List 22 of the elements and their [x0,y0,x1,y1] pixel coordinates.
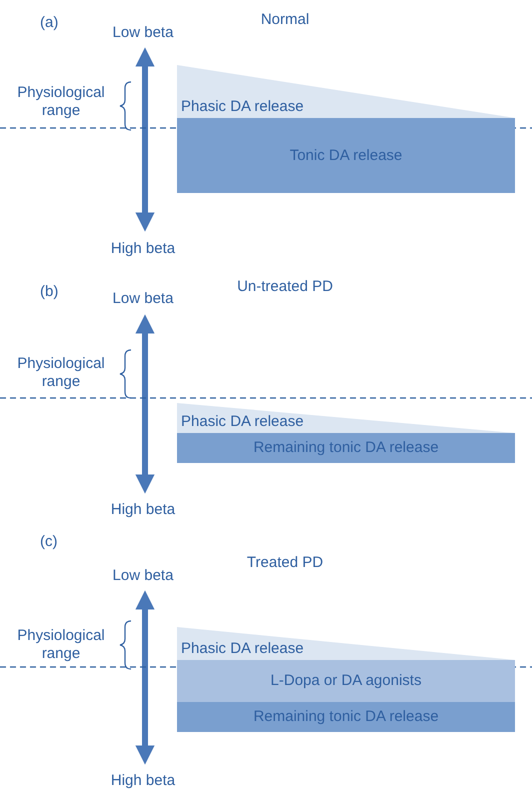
release-band: L-Dopa or DA agonists [177,660,515,702]
release-band: Tonic DA release [177,118,515,193]
axis-label: High beta [110,772,176,789]
panel-title: Normal [260,11,310,29]
panel-letter: (c) [40,533,58,551]
range-label: Physiological range [16,84,106,120]
axis-label: Low beta [112,567,174,585]
axis-label: Low beta [112,24,174,42]
axis-label: High beta [110,501,176,519]
range-label: Physiological range [16,627,106,663]
panel-letter: (a) [40,14,58,32]
panel-letter: (b) [40,283,58,301]
panel-title: Un-treated PD [237,278,333,296]
release-wedge: Phasic DA release [177,65,515,118]
axis-label: High beta [110,240,176,258]
release-band: Remaining tonic DA release [177,433,515,463]
axis-label: Low beta [112,290,174,308]
range-label: Physiological range [16,355,106,391]
release-wedge: Phasic DA release [177,627,515,660]
release-wedge: Phasic DA release [177,403,515,433]
release-band: Remaining tonic DA release [177,702,515,732]
panel-title: Treated PD [246,554,324,572]
